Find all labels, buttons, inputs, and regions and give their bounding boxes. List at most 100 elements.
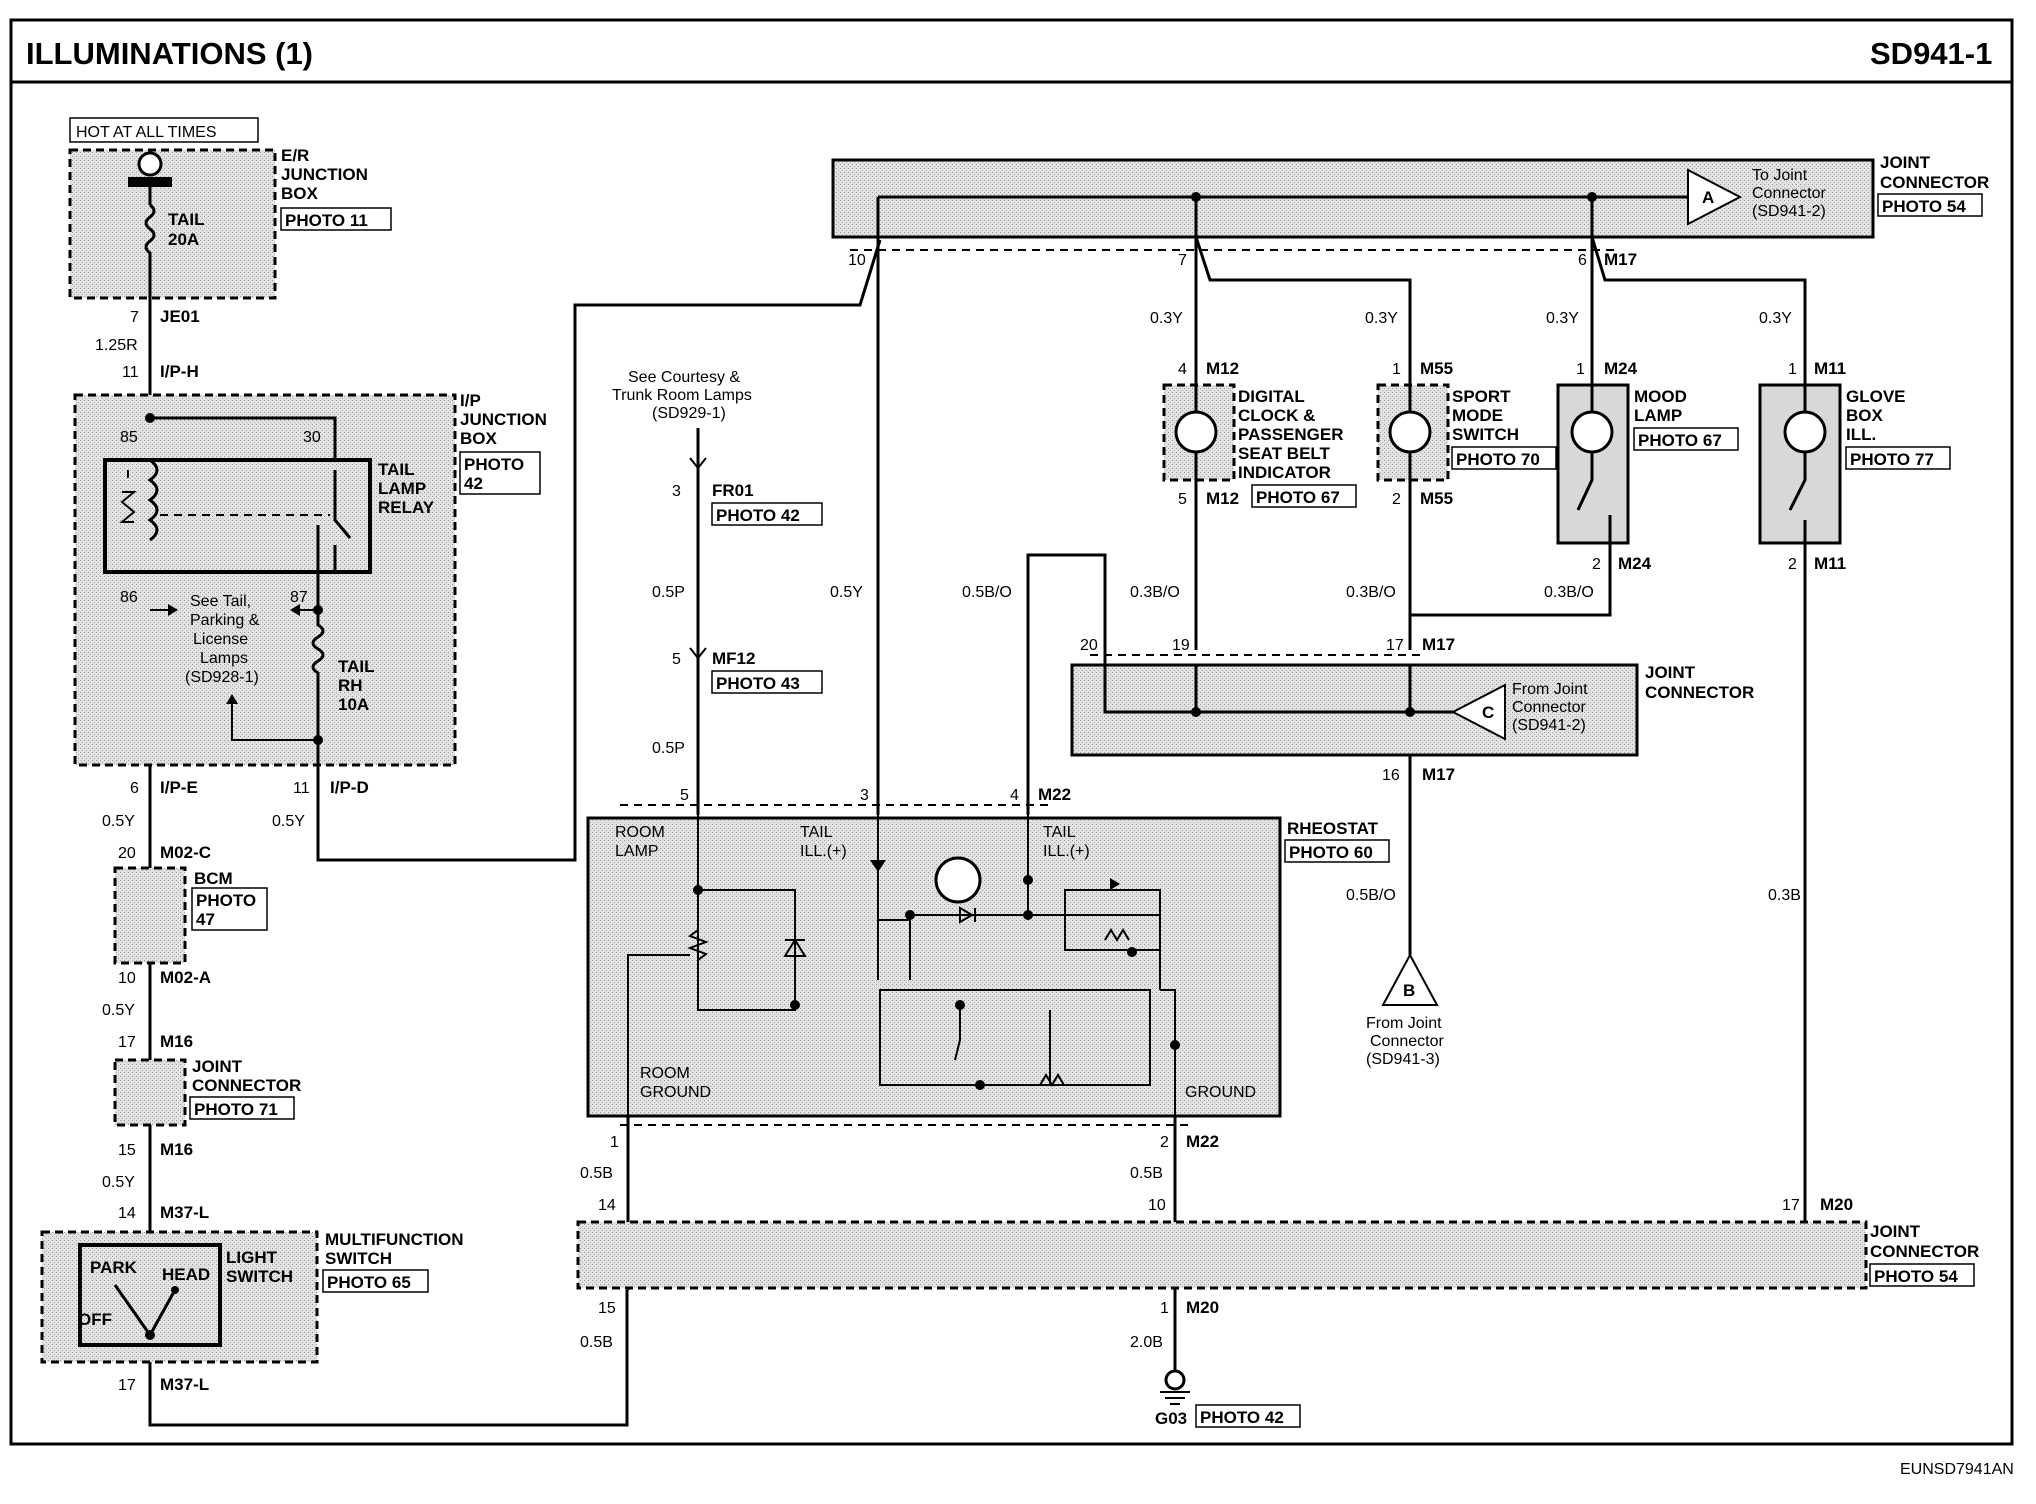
- pin-iph-number: 11: [122, 364, 139, 381]
- jc-top-pin-7: 7: [1178, 252, 1187, 269]
- to-joint-2: Connector: [1752, 185, 1826, 202]
- dimmer-diode-icon: [1110, 878, 1120, 890]
- relay-label-1: TAIL: [378, 460, 415, 479]
- relay-pin-86: 86: [120, 589, 138, 606]
- relay-label-3: RELAY: [378, 498, 435, 517]
- jc-top-label-2: CONNECTOR: [1880, 173, 1989, 192]
- relay-resistor-icon: [119, 470, 137, 523]
- room-diode-icon: [783, 938, 807, 957]
- switch-head: HEAD: [162, 1265, 210, 1284]
- pin-m16-number: 17: [118, 1034, 136, 1051]
- wire-05y-b: 0.5Y: [272, 813, 305, 830]
- relay-pin-30: 30: [303, 429, 321, 446]
- see-tail-arrow-up: [231, 700, 318, 741]
- glove-photo: PHOTO 77: [1850, 450, 1934, 469]
- pin-m37lb-code: M37-L: [160, 1375, 209, 1394]
- jc-top-photo-box: [1877, 193, 1983, 217]
- wire-05y-a: 0.5Y: [102, 813, 135, 830]
- pin-ipe-number: 6: [130, 780, 139, 797]
- pin-je01-code: JE01: [160, 307, 200, 326]
- mood-conn-1: M24: [1604, 359, 1638, 378]
- mood-photo: PHOTO 67: [1638, 431, 1722, 450]
- connector-c-letter: C: [1482, 703, 1494, 722]
- pin-iph-code: I/P-H: [160, 362, 199, 381]
- rheo-room-ground-2: GROUND: [640, 1084, 711, 1101]
- rheo-name: RHEOSTAT: [1287, 819, 1379, 838]
- wire-05bo-b: 0.5B/O: [1346, 887, 1396, 904]
- rheo-tail-2: ILL.(+): [800, 843, 847, 860]
- mood-conn-2: M24: [1618, 554, 1652, 573]
- relay-label-2: LAMP: [378, 479, 426, 498]
- to-joint-1: To Joint: [1752, 167, 1808, 184]
- connector-fr01-icon: [689, 457, 707, 470]
- jc71-label-2: CONNECTOR: [192, 1076, 301, 1095]
- ip-d-to-joint-wire: [316, 239, 882, 862]
- wire-20b: 2.0B: [1130, 1334, 1163, 1351]
- er-fuse-name: TAIL: [168, 210, 205, 229]
- wire-03bo-2: 0.3B/O: [1346, 584, 1396, 601]
- mfs-photo: PHOTO 65: [327, 1273, 411, 1292]
- sport-pin-2: 2: [1392, 491, 1401, 508]
- hot-label: HOT AT ALL TIMES: [76, 124, 217, 141]
- ip-photo-2: 42: [464, 474, 483, 493]
- rheo-pin-1: 1: [610, 1134, 619, 1151]
- jc71-photo: PHOTO 71: [194, 1100, 278, 1119]
- jc-bot-pin-1: 1: [1160, 1300, 1169, 1317]
- light-switch-label-1: LIGHT: [226, 1248, 278, 1267]
- courtesy-ref-2: Trunk Room Lamps: [612, 387, 752, 404]
- mfs-photo-box: [322, 1269, 429, 1293]
- sport-conn-1: M55: [1420, 359, 1453, 378]
- connector-b-letter: B: [1403, 981, 1415, 1000]
- mood-photo-box: [1633, 427, 1739, 451]
- wire-03bo-3: 0.3B/O: [1544, 584, 1594, 601]
- junction-dot: [1023, 875, 1033, 885]
- relay-contact-icon: [333, 470, 352, 572]
- mood-pin-1: 1: [1576, 361, 1585, 378]
- glove-box-ill-box: [1758, 383, 1842, 545]
- dimmer-box: [1064, 889, 1161, 951]
- wire-05y-c: 0.5Y: [102, 1002, 135, 1019]
- rheo-pin-4: 4: [1010, 787, 1019, 804]
- connector-mf12-icon: [689, 647, 707, 660]
- jc-bot-m20b: M20: [1186, 1298, 1219, 1317]
- jc-bot-photo: PHOTO 54: [1874, 1267, 1958, 1286]
- junction-dot: [1170, 1040, 1180, 1050]
- multifunction-switch-box: [40, 1230, 319, 1364]
- see-tail-1: See Tail,: [190, 593, 251, 610]
- jc-mid-label-1: JOINT: [1645, 663, 1696, 682]
- jc71-label-1: JOINT: [192, 1057, 243, 1076]
- ip-photo-1: PHOTO: [464, 455, 524, 474]
- from-joint-b-3: (SD941-3): [1366, 1051, 1440, 1068]
- er-photo: PHOTO 11: [285, 211, 368, 230]
- switch-park: PARK: [90, 1258, 138, 1277]
- rheo-pin-5: 5: [680, 787, 689, 804]
- mfs-label-2: SWITCH: [325, 1249, 392, 1268]
- glove-conn-2: M11: [1814, 554, 1846, 573]
- relay-coil-icon: [147, 458, 159, 542]
- wire-03y-4: 0.3Y: [1759, 310, 1792, 327]
- glove-pin-1: 1: [1788, 361, 1797, 378]
- connector-a-letter: A: [1702, 188, 1714, 207]
- glove-bulb-icon: [1783, 410, 1827, 454]
- tail-diode-icon: [870, 860, 886, 872]
- room-resistor-icon: [687, 929, 709, 961]
- bus-bar-icon: [128, 177, 172, 187]
- rheostat-pin4-wire: [1026, 553, 1107, 815]
- rheo-room-2: LAMP: [615, 843, 659, 860]
- to-joint-3: (SD941-2): [1752, 203, 1826, 220]
- fuse-rh-label-1: TAIL: [338, 657, 375, 676]
- junction-dot: [1023, 910, 1033, 920]
- jc-bot-pin-15: 15: [598, 1300, 616, 1317]
- arrow-left-icon: [290, 604, 300, 616]
- relay-30-feed: [150, 416, 337, 460]
- wire-03b: 0.3B: [1768, 887, 1801, 904]
- pin-m16b-number: 15: [118, 1142, 136, 1159]
- jc-bot-pin-10: 10: [1148, 1197, 1166, 1214]
- ground-symbol-icon: [1160, 1391, 1190, 1405]
- switch-return-wire: [148, 1290, 629, 1427]
- ground-g03-icon: [1164, 1369, 1186, 1391]
- glove-feed-wire: [1590, 236, 1807, 380]
- light-switch-label-2: SWITCH: [226, 1267, 293, 1286]
